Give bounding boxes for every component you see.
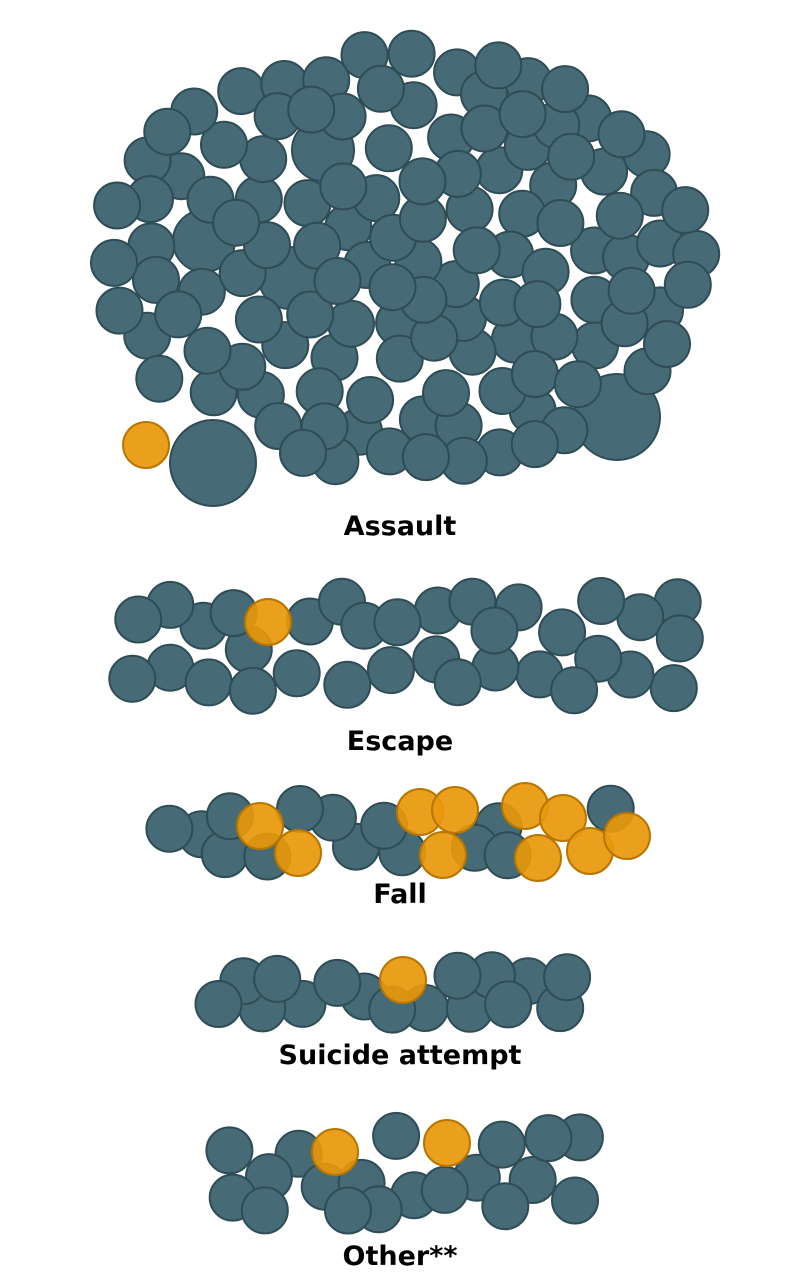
- suicide-attempt-bubble-14: [194, 980, 243, 1028]
- assault-bubble-83: [452, 226, 501, 275]
- other-bubble-14: [205, 1126, 254, 1175]
- assault-bubble-105: [95, 286, 144, 335]
- assault-bubble-106: [663, 260, 712, 309]
- escape-bubble-14: [366, 646, 415, 695]
- assault-bubble-78: [135, 354, 184, 403]
- assault-bubble-100: [90, 238, 138, 287]
- other-bubble-17: [372, 1111, 421, 1160]
- fall-highlight-bubble-2: [274, 829, 322, 877]
- other-bubble-11: [481, 1182, 530, 1231]
- escape-bubble-21: [108, 654, 157, 703]
- assault-bubble-120: [212, 198, 261, 247]
- assault-bubble-112: [401, 433, 450, 482]
- assault-bubble-74: [364, 124, 413, 173]
- escape-highlight-bubble-1: [244, 598, 292, 646]
- assault-bubble-88: [286, 290, 335, 339]
- other-highlight-bubble-2: [423, 1119, 471, 1167]
- assault-bubble-68: [234, 295, 283, 344]
- escape-bubble-29: [577, 577, 626, 625]
- other-bubble-9: [420, 1165, 469, 1214]
- suicide-attempt-bubble-11: [433, 951, 482, 1000]
- group-label-assault: Assault: [344, 511, 457, 542]
- escape-bubble-32: [470, 606, 519, 655]
- assault-bubble-104: [387, 29, 436, 78]
- assault-bubble-36: [132, 255, 180, 304]
- suicide-attempt-bubble-13: [543, 953, 592, 1002]
- fall-highlight-bubble-1: [236, 802, 284, 850]
- fall-highlight-bubble-4: [431, 786, 479, 834]
- assault-bubble-77: [595, 191, 644, 240]
- other-bubble-18: [240, 1186, 289, 1235]
- escape-bubble-20: [114, 595, 163, 644]
- assault-bubble-large-1: [169, 419, 257, 507]
- escape-bubble-7: [272, 649, 321, 698]
- escape-bubble-27: [373, 598, 422, 647]
- escape-bubble-31: [228, 666, 277, 715]
- escape-bubble-33: [433, 658, 482, 707]
- suicide-attempt-highlight-bubble-1: [379, 956, 427, 1004]
- assault-bubble-115: [143, 107, 192, 156]
- assault-bubble-117: [498, 90, 547, 139]
- other-bubble-10: [477, 1120, 526, 1169]
- assault-bubble-80: [319, 162, 368, 211]
- group-label-suicide-attempt: Suicide attempt: [279, 1040, 522, 1071]
- assault-bubble-121: [510, 420, 559, 469]
- escape-bubble-26: [184, 658, 233, 707]
- assault-bubble-94: [398, 157, 447, 206]
- escape-bubble-28: [550, 666, 599, 715]
- assault-bubble-91: [553, 360, 602, 409]
- assault-bubble-99: [154, 290, 203, 339]
- suicide-attempt-bubble-12: [313, 958, 362, 1007]
- assault-bubble-90: [510, 350, 559, 398]
- escape-bubble-22: [538, 608, 587, 657]
- assault-bubble-113: [541, 65, 590, 114]
- assault-bubble-65: [597, 110, 646, 159]
- suicide-attempt-bubble-9: [253, 954, 302, 1003]
- escape-bubble-6: [649, 664, 698, 713]
- assault-bubble-111: [93, 181, 142, 230]
- assault-bubble-123: [607, 266, 656, 315]
- escape-bubble-18: [323, 660, 372, 709]
- escape-bubble-25: [655, 614, 704, 663]
- assault-bubble-107: [661, 186, 710, 235]
- suicide-attempt-bubble-15: [484, 980, 533, 1029]
- assault-bubble-122: [279, 428, 327, 477]
- assault-bubble-28: [346, 376, 395, 424]
- assault-bubble-76: [327, 299, 375, 348]
- other-highlight-bubble-1: [311, 1128, 359, 1176]
- assault-bubble-119: [287, 85, 336, 134]
- assault-highlight-bubble-1: [122, 421, 170, 469]
- assault-bubble-118: [513, 280, 562, 329]
- assault-bubble-38: [200, 120, 248, 169]
- fall-highlight-bubble-5: [419, 831, 467, 879]
- fall-highlight-bubble-7: [539, 794, 587, 842]
- fall-bubble-12: [145, 804, 194, 853]
- assault-bubble-116: [643, 320, 691, 368]
- assault-bubble-108: [368, 263, 417, 312]
- assault-bubble-114: [547, 132, 596, 181]
- other-bubble-2: [551, 1176, 599, 1225]
- bubbles-layer: [90, 29, 721, 1235]
- group-label-fall: Fall: [373, 879, 427, 910]
- other-bubble-16: [524, 1114, 573, 1163]
- assault-bubble-96: [536, 199, 585, 247]
- other-bubble-19: [324, 1186, 372, 1235]
- group-label-escape: Escape: [347, 726, 453, 757]
- assault-bubble-109: [313, 257, 362, 305]
- assault-bubble-101: [356, 64, 405, 113]
- assault-bubble-95: [474, 41, 523, 90]
- assault-bubble-56: [183, 326, 232, 375]
- fall-highlight-bubble-8: [514, 834, 562, 882]
- fall-highlight-bubble-10: [603, 812, 651, 860]
- assault-bubble-64: [422, 369, 470, 418]
- group-label-other: Other**: [343, 1241, 458, 1272]
